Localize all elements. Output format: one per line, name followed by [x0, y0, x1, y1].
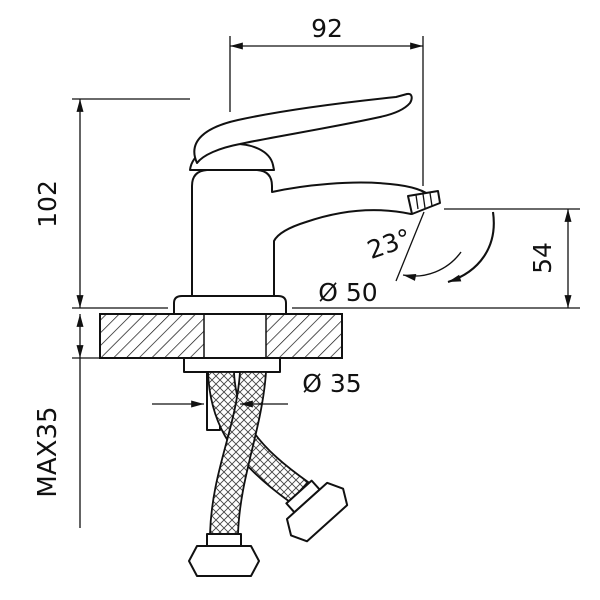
base-flange — [173, 295, 287, 315]
max-thickness-label: MAX35 — [33, 406, 63, 497]
countertop-section — [99, 313, 343, 359]
hose-collar-left — [206, 533, 242, 547]
supply-hoses — [188, 371, 349, 577]
dimension-hole-diameter: Ø 35 — [152, 369, 362, 408]
dimension-max-thickness: MAX35 — [33, 314, 136, 528]
mounting-nut — [183, 357, 281, 373]
spout-clearance-label: 54 — [528, 242, 557, 274]
stream-direction-line — [395, 211, 425, 282]
dimension-spout-reach: 92 — [229, 14, 424, 186]
total-height-label: 102 — [33, 180, 62, 228]
faucet-handle — [193, 92, 413, 164]
spray-angle-annotation: 23° — [364, 211, 495, 283]
hex-nut-right — [285, 479, 349, 543]
hex-nut-right-body — [285, 481, 349, 543]
dimension-spout-clearance: 54 — [292, 208, 580, 309]
faucet — [173, 92, 441, 315]
aerator-ribs — [415, 192, 433, 210]
mounting-hole — [203, 313, 267, 359]
hex-nut-left — [188, 533, 260, 577]
angle-label: 23° — [364, 223, 415, 265]
hex-nut-left-body — [188, 545, 260, 577]
dimension-total-height: 102 — [33, 98, 190, 309]
hole-diameter-label: Ø 35 — [302, 369, 361, 398]
swing-arrow — [447, 211, 495, 283]
angle-arc — [402, 251, 462, 281]
base-diameter-label: Ø 50 — [318, 278, 377, 307]
aerator — [407, 190, 441, 215]
spout-reach-label: 92 — [311, 14, 343, 43]
